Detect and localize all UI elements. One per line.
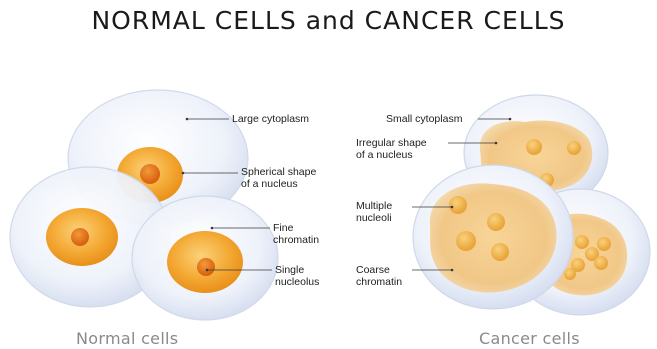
cancer-nucleolus-left-2	[487, 213, 505, 231]
normal-nucleolus-left	[71, 228, 89, 246]
cancer-nucleolus-right-1	[575, 235, 589, 249]
label-spherical-nucleus: Spherical shape of a nucleus	[241, 166, 316, 190]
cancer-nucleolus-right-6	[564, 268, 576, 280]
cancer-cells-group	[412, 95, 650, 315]
cancer-nucleolus-top-1	[526, 139, 542, 155]
cancer-nucleolus-right-2	[597, 237, 611, 251]
cancer-nucleolus-left-4	[491, 243, 509, 261]
cancer-nucleolus-left-3	[456, 231, 476, 251]
caption-cancer-cells: Cancer cells	[479, 329, 580, 348]
label-small-cytoplasm: Small cytoplasm	[386, 113, 462, 125]
normal-nucleolus-top	[140, 164, 160, 184]
label-fine-chromatin: Fine chromatin	[273, 222, 319, 246]
label-coarse-chromatin: Coarse chromatin	[356, 264, 402, 288]
label-multiple-nucleoli: Multiple nucleoli	[356, 200, 392, 224]
caption-normal-cells: Normal cells	[76, 329, 178, 348]
label-single-nucleolus: Single nucleolus	[275, 264, 319, 288]
label-large-cytoplasm: Large cytoplasm	[232, 113, 309, 125]
label-irregular-nucleus: Irregular shape of a nucleus	[356, 137, 427, 161]
normal-nucleolus-right	[197, 258, 215, 276]
cancer-nucleolus-right-5	[594, 256, 608, 270]
cancer-nucleolus-left-1	[449, 196, 467, 214]
cancer-nucleolus-top-2	[567, 141, 581, 155]
